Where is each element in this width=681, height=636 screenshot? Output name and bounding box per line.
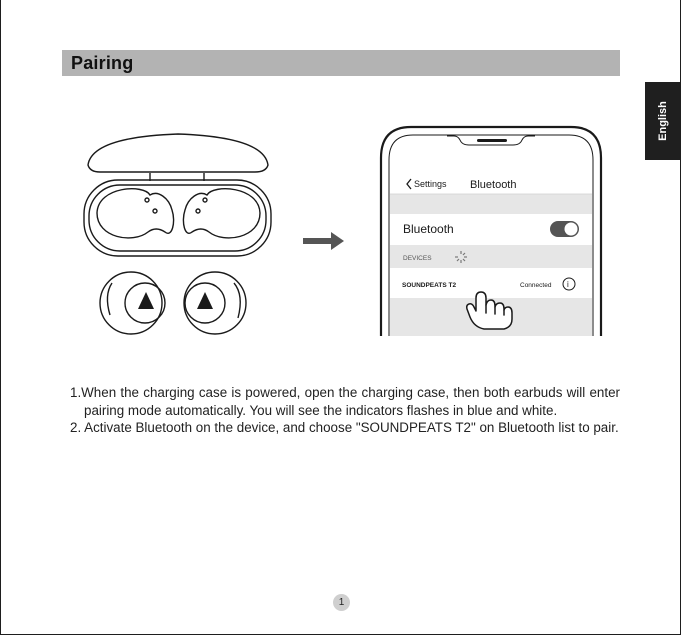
info-icon[interactable] [562,277,576,291]
page-number-badge: 1 [333,594,350,611]
instruction-step-text: 2. Activate Bluetooth on the device, and… [70,420,619,435]
right-arrow-icon [303,232,344,250]
chevron-left-icon[interactable] [406,178,412,190]
instruction-step: 1.When the charging case is powered, ope… [70,384,620,419]
phone-mockup: Settings Bluetooth Bluetooth DEVICES SOU… [379,125,603,336]
pairing-illustration: Settings Bluetooth Bluetooth DEVICES SOU… [83,125,603,336]
instruction-step: 2. Activate Bluetooth on the device, and… [70,419,620,437]
settings-back-link[interactable]: Settings [414,179,447,189]
language-tab: English [645,82,681,160]
device-name[interactable]: SOUNDPEATS T2 [402,282,456,289]
earbud-icon [183,271,247,335]
loading-spinner-icon [455,251,467,263]
devices-header: DEVICES [403,255,432,262]
device-status: Connected [520,282,552,289]
info-glyph: i [567,280,569,289]
instructions: 1.When the charging case is powered, ope… [70,384,620,437]
earbud-icon [99,271,166,335]
nav-title: Bluetooth [470,179,516,191]
section-title: Pairing [71,53,134,73]
bluetooth-row-label: Bluetooth [403,222,454,236]
instruction-step-text: 1.When the charging case is powered, ope… [70,385,620,418]
section-header-bar: Pairing [62,50,620,76]
charging-case-icon [83,133,272,257]
pointing-hand-icon [466,291,513,330]
